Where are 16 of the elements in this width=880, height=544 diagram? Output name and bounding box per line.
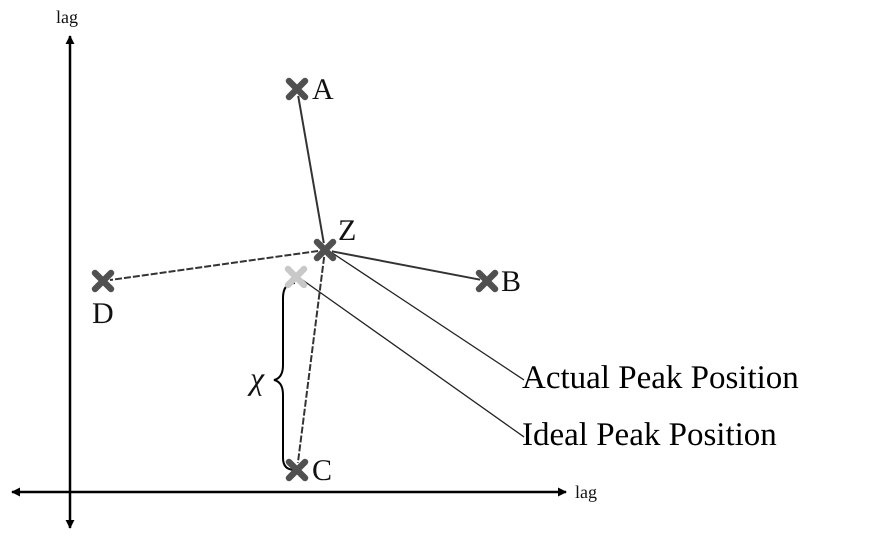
point-label: D [92, 299, 114, 329]
callout-text: Actual Peak Position [522, 360, 799, 396]
callout-text: Ideal Peak Position [522, 417, 777, 454]
connector-line [332, 250, 480, 281]
axis-label: lag [56, 8, 78, 26]
axis-label: lag [575, 483, 597, 501]
point-label: B [501, 267, 522, 297]
connector-line [296, 256, 326, 464]
leader-line [331, 252, 524, 380]
point-label: C [312, 456, 332, 486]
connector-line [297, 96, 325, 244]
point-label: A [312, 75, 334, 105]
point-label: Z [338, 216, 356, 246]
leader-line [302, 279, 524, 438]
connector-line [110, 250, 318, 282]
brace-label: χ [250, 362, 264, 394]
